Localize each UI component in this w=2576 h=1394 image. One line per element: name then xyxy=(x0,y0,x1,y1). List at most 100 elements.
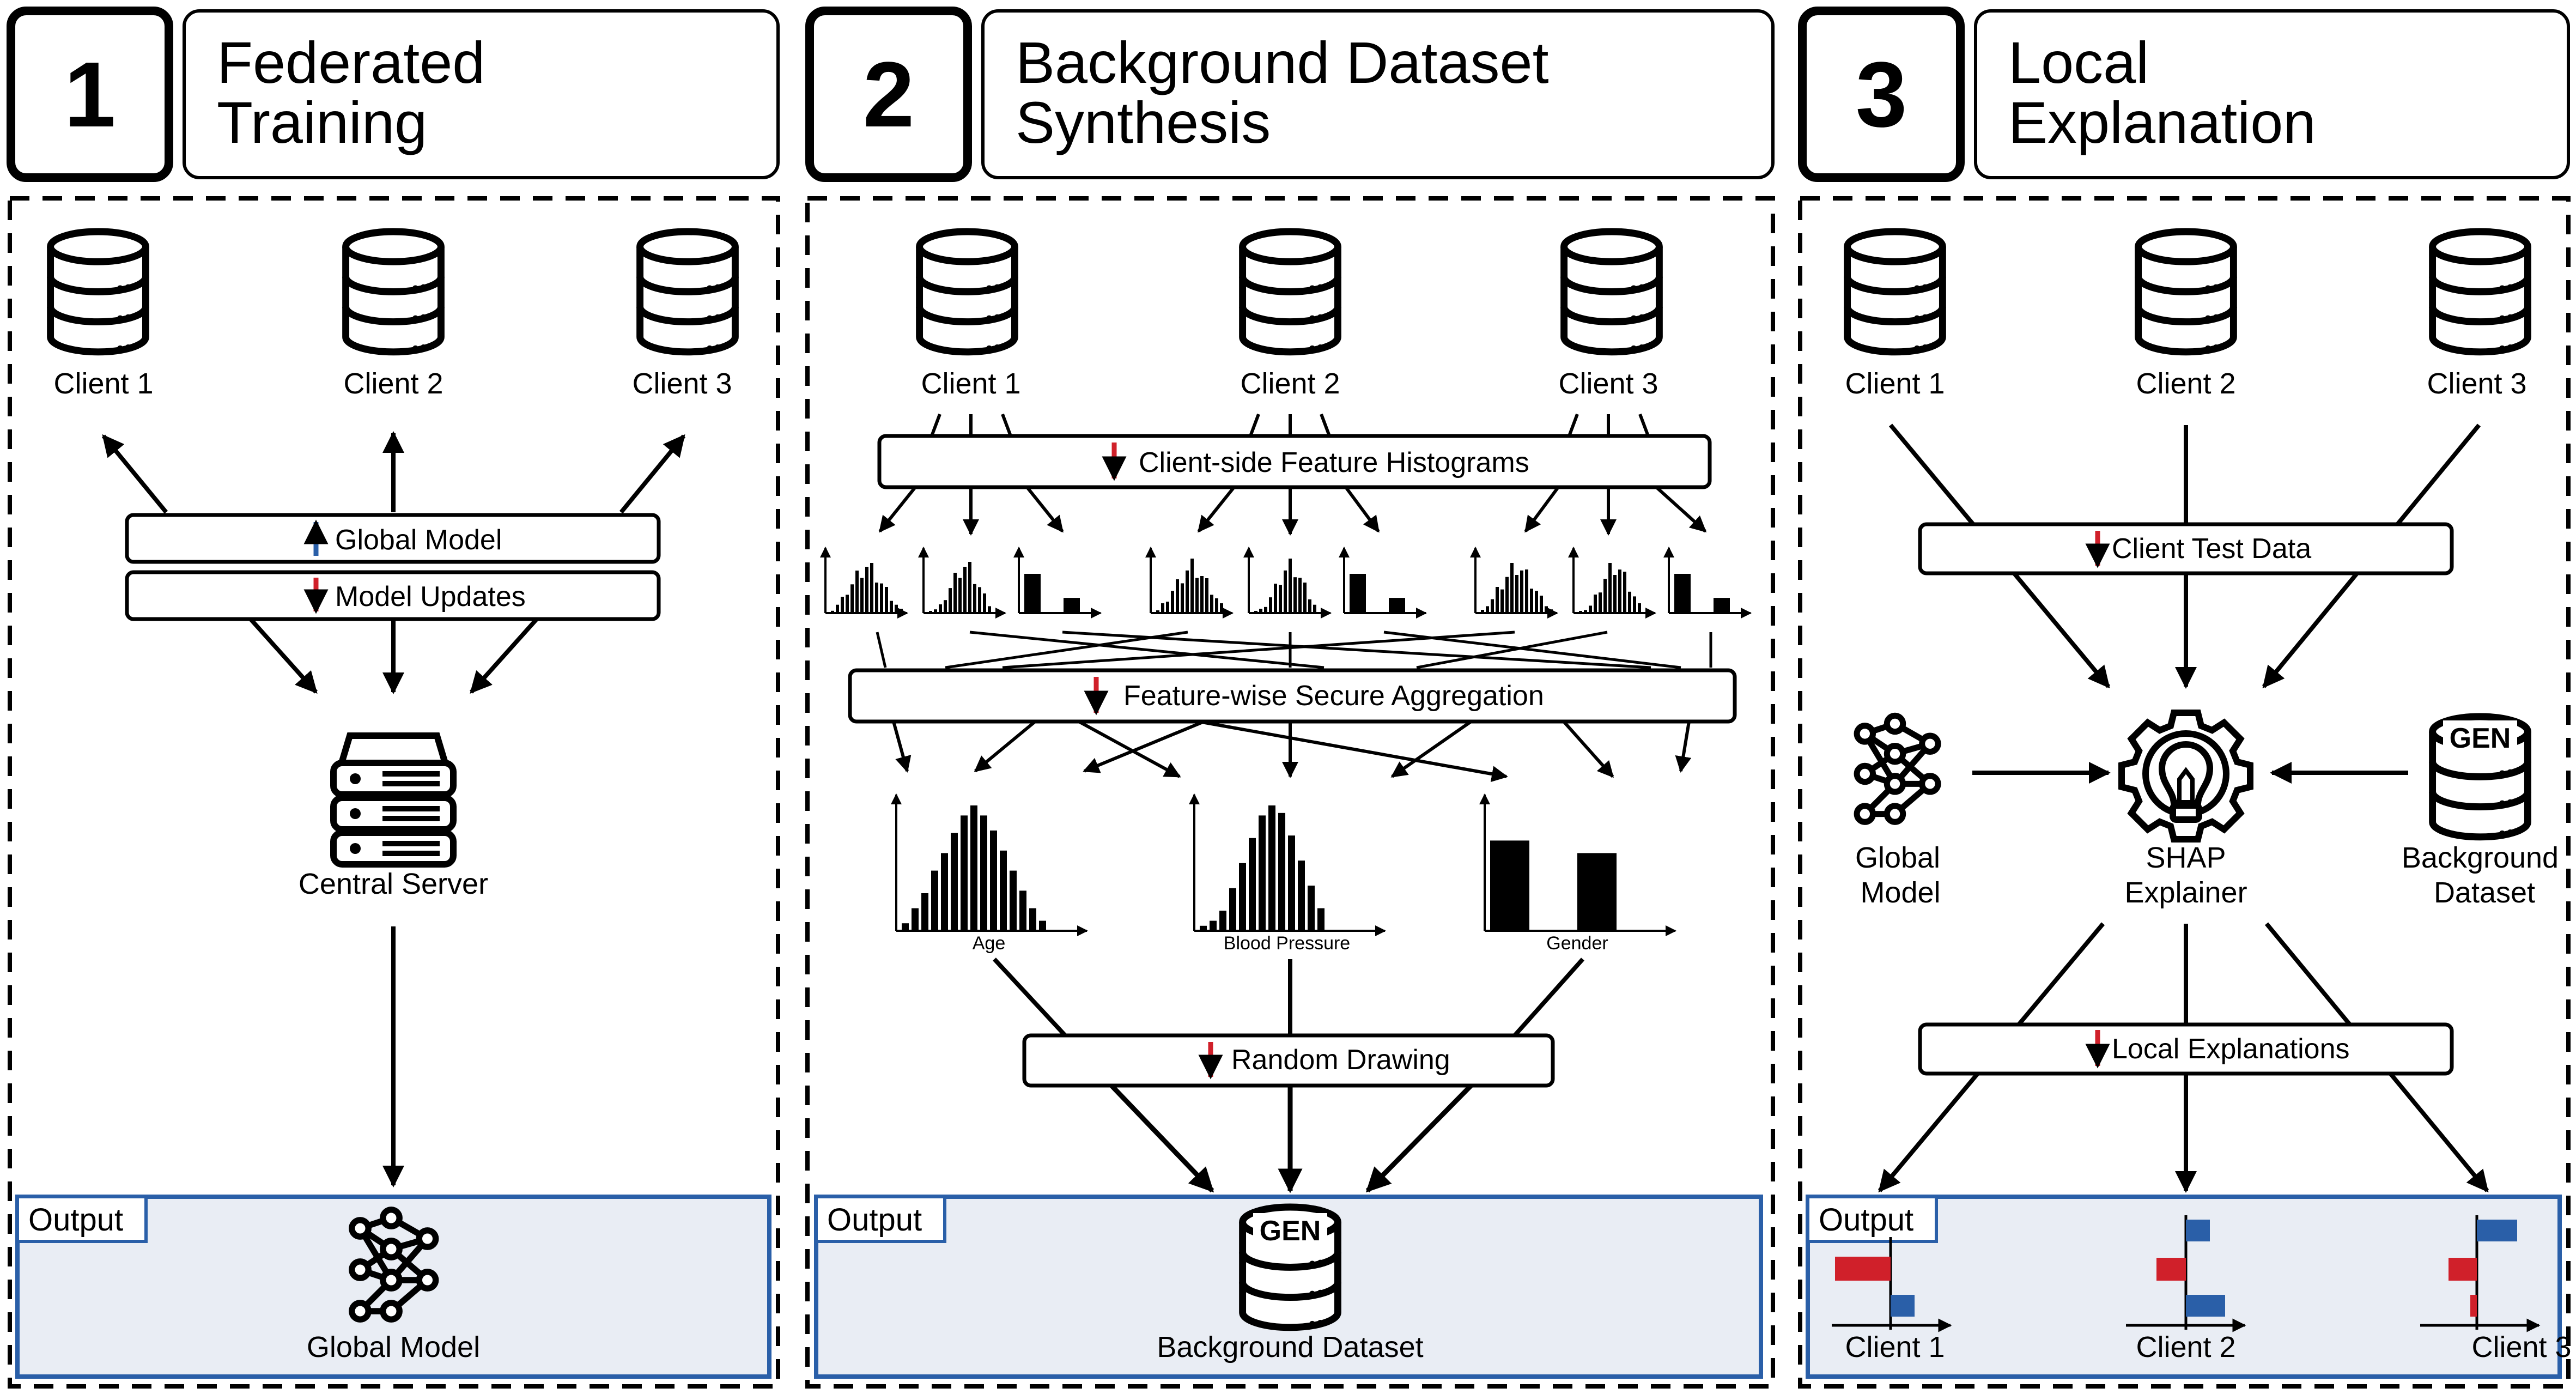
client-3-histogram-1-bar xyxy=(1505,577,1509,613)
aggregated-histogram-1-bar xyxy=(931,870,938,931)
client-2-histogram-1-bar xyxy=(1220,603,1223,613)
aggregated-histogram-3-bar xyxy=(1490,840,1529,931)
client-3-histogram-1-bar xyxy=(1510,563,1514,613)
client-3-histogram-3-bar xyxy=(1714,598,1730,613)
aggregated-histogram-2-bar xyxy=(1210,920,1217,931)
client-1-histogram-1-bar xyxy=(831,610,834,613)
explanation-plot-client-1 xyxy=(1832,1237,1952,1332)
client-2-histogram-2-bar xyxy=(1298,578,1302,613)
client-1-histogram-1-bar xyxy=(850,584,854,613)
client-3-label: Client 3 xyxy=(1558,367,1658,400)
global-model-label-line-1: Global xyxy=(1855,841,1940,874)
client-2-histogram-2-bar xyxy=(1254,611,1257,613)
aggregated-histogram-2-bar xyxy=(1278,813,1285,931)
client-2-histogram-1-bar xyxy=(1161,603,1164,613)
client-3-histogram-2-bar xyxy=(1584,610,1587,613)
client-3-label: Client 3 xyxy=(632,367,732,400)
gen-badge: GEN xyxy=(1260,1215,1321,1247)
client-3-histogram-2-bar xyxy=(1623,572,1626,613)
client-2-database-icon xyxy=(2138,232,2234,352)
background-label-line-1: Background xyxy=(2402,841,2559,874)
aggregated-histogram-2-bar xyxy=(1239,863,1246,931)
client-1-database-icon xyxy=(51,232,146,352)
negative-contribution-bar xyxy=(2470,1295,2477,1317)
client-1-histogram-2-bar xyxy=(983,593,986,613)
client-3-histogram-1-bar xyxy=(1525,569,1528,613)
client-1-histogram-1-bar xyxy=(900,609,903,613)
aggregated-histogram-1-bar xyxy=(912,908,919,931)
panel-3-title-box xyxy=(1974,9,2570,179)
client-2-histogram-2-bar xyxy=(1264,607,1267,613)
client-3-histogram-1-bar xyxy=(1481,610,1484,613)
client-3-histogram-1-bar xyxy=(1491,599,1494,613)
client-3-histogram-2-bar xyxy=(1599,592,1602,613)
negative-contribution-bar xyxy=(2449,1258,2477,1281)
aggregated-histogram-1-bar xyxy=(990,831,997,931)
aggregated-histogram-2-bar xyxy=(1268,805,1275,931)
client-1-histogram-2-bar xyxy=(934,609,937,613)
aggregated-histogram-2-bar xyxy=(1229,888,1236,931)
client-1-histogram-3-bar xyxy=(1064,598,1080,613)
positive-contribution-bar xyxy=(2477,1220,2517,1241)
client-1-histogram-1-bar xyxy=(880,583,883,613)
panel-local-explanation: 3 Local Explanation Client 1 Client 2 Cl… xyxy=(1798,7,2572,1389)
client-2-histogram-3-bar xyxy=(1350,574,1366,613)
feature-histograms-bar-label: Client-side Feature Histograms xyxy=(1139,447,1529,478)
client-1-label: Client 1 xyxy=(53,367,153,400)
positive-contribution-bar xyxy=(1891,1295,1915,1317)
client-1-histogram-2-bar xyxy=(939,604,942,613)
client-2-histogram-1-bar xyxy=(1200,576,1204,613)
client-1-histogram-1-bar xyxy=(860,578,864,613)
panel-background-dataset-synthesis: 2 Background Dataset Synthesis Client 1 … xyxy=(805,7,1775,1389)
panel-1-output-label: Global Model xyxy=(307,1331,480,1363)
aggregated-histogram-1-bar xyxy=(1010,870,1017,931)
client-2-label: Client 2 xyxy=(2136,367,2235,400)
aggregated-histogram-1-bar xyxy=(921,893,928,931)
aggregated-histogram-1-bar xyxy=(1039,920,1046,931)
local-explanations-bar xyxy=(1918,1022,2454,1076)
panel-2-number-box xyxy=(805,7,972,182)
local-explanations-bar-label: Local Explanations xyxy=(2112,1033,2350,1065)
panel-3-number: 3 xyxy=(1856,43,1907,147)
aggregated-histogram-2-bar xyxy=(1298,860,1305,931)
panel-3-output-tag-box xyxy=(1806,1195,1938,1243)
client-2-label: Client 2 xyxy=(1240,367,1340,400)
output-client-2-label: Client 2 xyxy=(2136,1331,2235,1363)
client-2-histogram-1-bar xyxy=(1205,578,1208,613)
aggregated-histogram-2-bar xyxy=(1259,815,1266,931)
panel-2-title-line-2: Synthesis xyxy=(1016,89,1271,155)
random-drawing-bar-label: Random Drawing xyxy=(1231,1044,1450,1076)
client-2-histogram-2-bar xyxy=(1269,597,1272,613)
client-3-histogram-2-bar xyxy=(1594,595,1597,613)
client-test-data-bar-label: Client Test Data xyxy=(2112,533,2311,565)
client-2-database-icon xyxy=(1243,232,1338,352)
positive-contribution-bar xyxy=(2186,1295,2225,1317)
client-1-histogram-1-bar xyxy=(841,597,844,613)
gen-badge-box xyxy=(1253,1213,1327,1247)
client-3-database-icon xyxy=(1564,232,1660,352)
negative-contribution-bar xyxy=(2156,1258,2186,1281)
client-1-histogram-1-bar xyxy=(855,571,859,613)
panel-1-title-box xyxy=(183,9,780,179)
aggregated-histogram-1-bar xyxy=(970,805,977,931)
global-model-icon xyxy=(1857,716,1938,822)
client-1-histogram-2-bar xyxy=(978,587,981,613)
panel-1-output-tag: Output xyxy=(28,1202,123,1238)
client-2-histogram-2-bar xyxy=(1289,559,1292,613)
client-1-histogram-1-bar xyxy=(890,601,893,613)
histogram-label-2: Blood Pressure xyxy=(1224,933,1350,954)
client-1-histogram-2-bar xyxy=(973,584,976,613)
client-2-histogram-2-bar xyxy=(1303,583,1307,613)
client-3-histogram-2-bar xyxy=(1618,569,1621,613)
client-2-histogram-1-bar xyxy=(1181,583,1184,613)
client-1-histogram-2-bar xyxy=(963,567,967,613)
feature-histograms-bar xyxy=(877,434,1712,489)
model-updates-bar-label: Model Updates xyxy=(335,581,526,613)
shap-explainer-gear-bulb-icon xyxy=(2118,710,2253,843)
aggregated-histogram-1-bar xyxy=(980,815,987,931)
client-1-histogram-1-bar xyxy=(895,604,898,613)
client-3-histogram-1-bar xyxy=(1550,609,1553,613)
aggregated-histogram-1-bar xyxy=(961,815,968,931)
secure-aggregation-bar xyxy=(848,668,1737,724)
panel-3-frame xyxy=(1798,196,2571,1389)
